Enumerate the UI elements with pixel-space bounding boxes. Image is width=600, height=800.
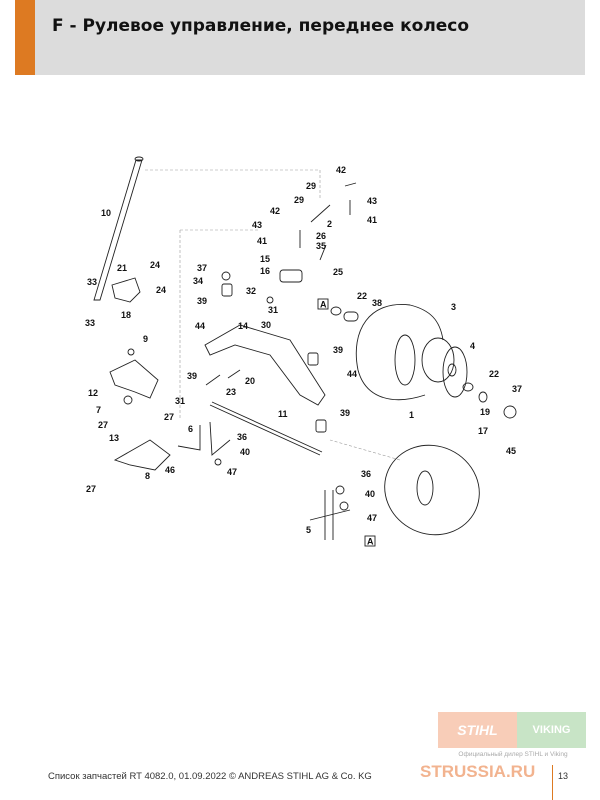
callout-32: 32 <box>246 286 256 296</box>
spindle-left <box>177 421 231 456</box>
callout-38: 38 <box>372 298 382 308</box>
callout-43: 43 <box>367 196 377 206</box>
callout-36: 36 <box>237 432 247 442</box>
steering-arm <box>204 324 326 406</box>
callout-22: 22 <box>489 369 499 379</box>
reference-box <box>364 535 376 547</box>
callout-44: 44 <box>195 321 205 331</box>
page-number: 13 <box>558 771 569 781</box>
steering-column <box>93 156 144 301</box>
dealer-text: Официальный дилер STIHL и Viking <box>458 751 568 758</box>
callout-31: 31 <box>268 305 278 315</box>
callout-24: 24 <box>150 260 160 270</box>
viking-logo: VIKING <box>517 712 586 748</box>
callout-35: 35 <box>316 241 326 251</box>
mount-bracket <box>113 439 171 471</box>
callout-27: 27 <box>98 420 108 430</box>
reference-mark: A <box>367 537 374 547</box>
callout-47: 47 <box>367 513 377 523</box>
callout-34: 34 <box>193 276 203 286</box>
callout-1: 1 <box>409 410 414 420</box>
callout-3: 3 <box>451 302 456 312</box>
spindle-right <box>309 490 351 540</box>
callout-43: 43 <box>252 220 262 230</box>
callout-20: 20 <box>245 376 255 386</box>
callout-29: 29 <box>306 181 316 191</box>
callout-9: 9 <box>143 334 148 344</box>
callout-42: 42 <box>270 206 280 216</box>
callout-47: 47 <box>227 467 237 477</box>
callout-39: 39 <box>340 408 350 418</box>
callout-2: 2 <box>327 219 332 229</box>
washer <box>478 391 488 403</box>
callout-37: 37 <box>197 263 207 273</box>
callout-26: 26 <box>316 231 326 241</box>
callout-12: 12 <box>88 388 98 398</box>
callout-37: 37 <box>512 384 522 394</box>
callout-10: 10 <box>101 208 111 218</box>
callout-31: 31 <box>175 396 185 406</box>
callout-22: 22 <box>357 291 367 301</box>
callout-24: 24 <box>156 285 166 295</box>
callout-42: 42 <box>336 165 346 175</box>
callout-39: 39 <box>197 296 207 306</box>
callout-5: 5 <box>306 525 311 535</box>
bolts <box>123 182 357 511</box>
callout-45: 45 <box>506 446 516 456</box>
page-title: F - Рулевое управление, переднее колесо <box>52 16 470 36</box>
callout-17: 17 <box>478 426 488 436</box>
steering-sector <box>109 359 159 399</box>
callout-27: 27 <box>164 412 174 422</box>
bearing <box>330 306 342 316</box>
inner-tube <box>384 444 480 536</box>
callout-39: 39 <box>187 371 197 381</box>
callout-23: 23 <box>226 387 236 397</box>
tie-rod <box>209 401 323 456</box>
callout-29: 29 <box>294 195 304 205</box>
callout-33: 33 <box>85 318 95 328</box>
callout-36: 36 <box>361 469 371 479</box>
callout-40: 40 <box>365 489 375 499</box>
callout-33: 33 <box>87 277 97 287</box>
callout-41: 41 <box>367 215 377 225</box>
callout-7: 7 <box>96 405 101 415</box>
callout-39: 39 <box>333 345 343 355</box>
footer-text: Список запчастей RT 4082.0, 01.09.2022 ©… <box>48 771 372 782</box>
bushing <box>343 311 359 322</box>
reference-box <box>317 298 329 310</box>
callout-18: 18 <box>121 310 131 320</box>
callout-11: 11 <box>278 409 288 419</box>
hub-cap <box>503 405 517 419</box>
callout-27: 27 <box>86 484 96 494</box>
callout-40: 40 <box>240 447 250 457</box>
watermark-site: STRUSSIA.RU <box>420 762 536 781</box>
watermark-logo: STIHL VIKING <box>438 712 586 748</box>
header-band <box>15 0 585 75</box>
callout-46: 46 <box>165 465 175 475</box>
reference-mark: A <box>320 300 327 310</box>
reference-marks: AA <box>317 298 376 547</box>
callout-19: 19 <box>480 407 490 417</box>
callout-25: 25 <box>333 267 343 277</box>
callout-8: 8 <box>145 471 150 481</box>
callout-13: 13 <box>109 433 119 443</box>
wheel-rim <box>421 337 468 398</box>
bearing-outer <box>462 382 474 392</box>
callout-15: 15 <box>260 254 270 264</box>
guide-lines <box>145 169 401 461</box>
callout-14: 14 <box>238 321 248 331</box>
callout-16: 16 <box>260 266 270 276</box>
stihl-logo: STIHL <box>438 712 517 748</box>
callout-41: 41 <box>257 236 267 246</box>
callout-44: 44 <box>347 369 357 379</box>
header-accent-bar <box>15 0 35 75</box>
callout-21: 21 <box>117 263 127 273</box>
page-divider <box>552 765 553 800</box>
front-wheel-tire <box>355 304 444 401</box>
callout-4: 4 <box>470 341 475 351</box>
callout-30: 30 <box>261 320 271 330</box>
callout-6: 6 <box>188 424 193 434</box>
bracket <box>111 277 141 303</box>
